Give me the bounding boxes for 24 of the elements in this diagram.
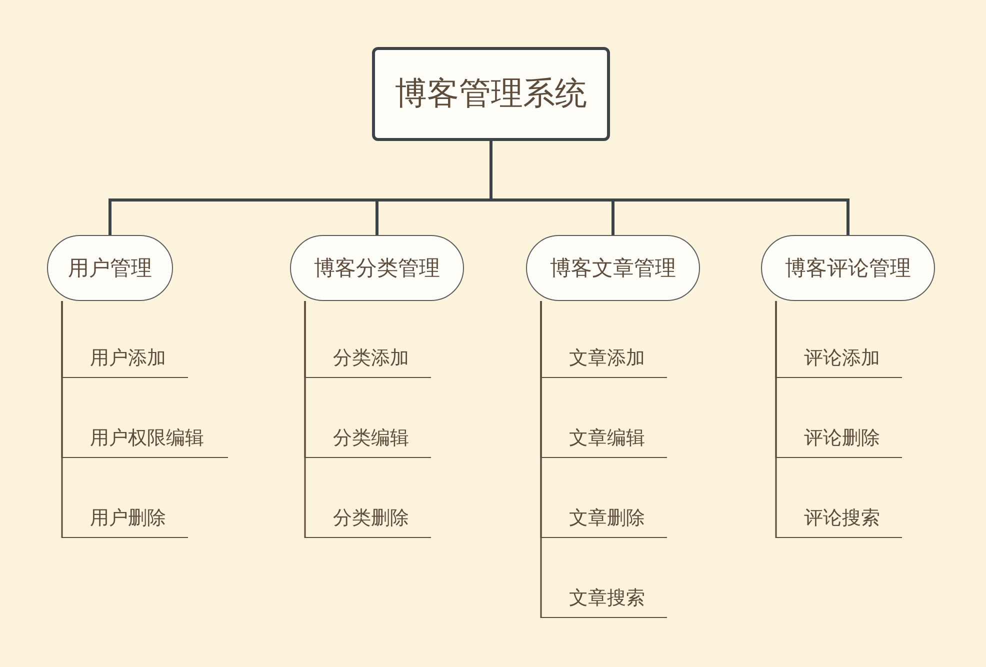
node-label: 评论搜索 bbox=[804, 506, 880, 531]
node-label: 用户添加 bbox=[90, 346, 166, 371]
connector-line bbox=[775, 301, 777, 538]
node-label: 评论删除 bbox=[804, 426, 880, 451]
connector-line bbox=[304, 301, 306, 538]
node-label: 文章编辑 bbox=[569, 426, 645, 451]
node-label: 评论添加 bbox=[804, 346, 880, 371]
root-box bbox=[372, 47, 610, 141]
node-label: 文章搜索 bbox=[569, 586, 645, 611]
node-label: 用户权限编辑 bbox=[90, 426, 204, 451]
node-label: 分类删除 bbox=[333, 506, 409, 531]
node-label: 分类添加 bbox=[333, 346, 409, 371]
node-label: 用户删除 bbox=[90, 506, 166, 531]
node-label: 文章添加 bbox=[569, 346, 645, 371]
connector-line bbox=[490, 141, 850, 235]
node-label: 分类编辑 bbox=[333, 426, 409, 451]
connector-line bbox=[540, 301, 542, 618]
connector-line bbox=[61, 301, 63, 538]
node-label: 用户管理 bbox=[68, 255, 152, 282]
node-label: 博客文章管理 bbox=[550, 255, 676, 282]
node-label: 博客评论管理 bbox=[785, 255, 911, 282]
node-label: 文章删除 bbox=[569, 506, 645, 531]
node-label: 博客管理系统 bbox=[395, 73, 587, 114]
node-label: 博客分类管理 bbox=[314, 255, 440, 282]
